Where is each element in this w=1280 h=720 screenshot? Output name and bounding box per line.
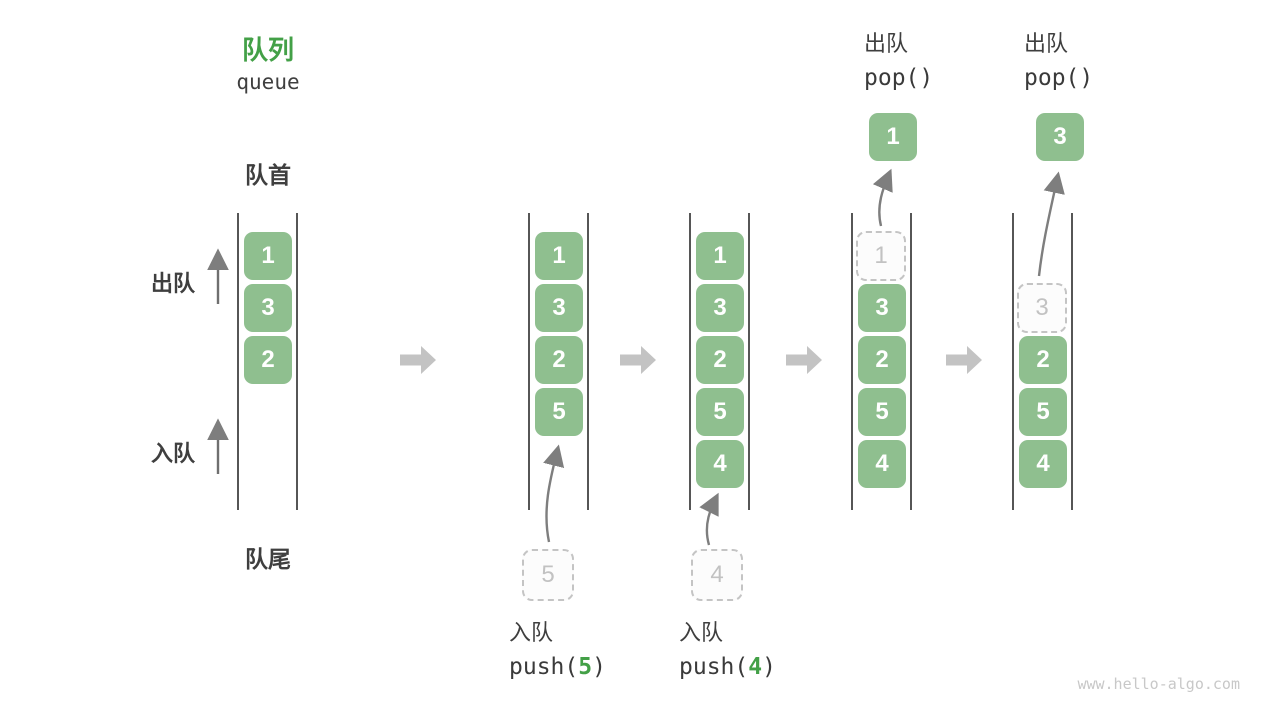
push5-flow-arrow-icon [543, 444, 565, 543]
push5-name: 入队 [509, 620, 554, 645]
dequeue-side-label: 出队 [151, 271, 196, 296]
queue-cell: 2 [858, 336, 906, 384]
queue-wall [587, 213, 589, 510]
queue-wall [237, 213, 239, 510]
state-transition-arrow-icon [946, 346, 982, 374]
incoming-cell: 4 [691, 549, 743, 601]
diagram-title-en: queue [236, 70, 300, 94]
incoming-cell: 5 [522, 549, 574, 601]
queue-wall [910, 213, 912, 510]
queue-cell: 5 [696, 388, 744, 436]
queue-cell: 1 [535, 232, 583, 280]
queue-cell: 3 [696, 284, 744, 332]
queue-cell: 1 [696, 232, 744, 280]
queue-cell: 4 [696, 440, 744, 488]
queue-cell: 3 [535, 284, 583, 332]
queue-cell: 5 [535, 388, 583, 436]
queue-cell: 2 [244, 336, 292, 384]
queue-cell: 5 [1019, 388, 1067, 436]
pop-first-name: 出队 [864, 31, 909, 56]
pop-second-name: 出队 [1024, 31, 1069, 56]
queue-cell: 4 [1019, 440, 1067, 488]
state-transition-arrow-icon [620, 346, 656, 374]
queue-front-label: 队首 [245, 162, 291, 188]
queue-cell: 5 [858, 388, 906, 436]
push4-name: 入队 [679, 620, 724, 645]
push4-flow-arrow-icon [699, 492, 719, 546]
pop-first-operation-label: 出队 pop() [864, 30, 933, 93]
pop-second-code: pop() [1024, 65, 1094, 91]
queue-wall [748, 213, 750, 510]
pop3-flow-arrow-icon [1037, 171, 1065, 277]
queue-wall [1071, 213, 1073, 510]
queue-rear-label: 队尾 [245, 546, 291, 572]
queue-cell: 4 [858, 440, 906, 488]
queue-wall [296, 213, 298, 510]
push5-arg: 5 [578, 654, 593, 680]
queue-wall [851, 213, 853, 510]
popped-cell: 1 [869, 113, 917, 161]
queue-wall [1012, 213, 1014, 510]
push5-code: push(5) [509, 654, 606, 680]
queue-cell: 2 [1019, 336, 1067, 384]
pop1-flow-arrow-icon [872, 168, 893, 227]
push5-operation-label: 入队 push(5) [509, 619, 606, 682]
pop-first-code: pop() [864, 65, 934, 91]
enqueue-side-label: 入队 [151, 441, 196, 466]
popped-cell: 3 [1036, 113, 1084, 161]
queue-cell: 3 [244, 284, 292, 332]
queue-cell: 2 [696, 336, 744, 384]
queue-wall [528, 213, 530, 510]
pop-second-operation-label: 出队 pop() [1024, 30, 1093, 93]
diagram-title-zh: 队列 [241, 35, 294, 65]
removed-cell-ghost: 1 [856, 231, 906, 281]
removed-cell-ghost: 3 [1017, 283, 1067, 333]
state-transition-arrow-icon [786, 346, 822, 374]
queue-cell: 2 [535, 336, 583, 384]
push4-operation-label: 入队 push(4) [679, 619, 776, 682]
watermark: www.hello-algo.com [1077, 675, 1240, 693]
queue-wall [689, 213, 691, 510]
state-transition-arrow-icon [400, 346, 436, 374]
push4-code: push(4) [679, 654, 776, 680]
queue-cell: 1 [244, 232, 292, 280]
push4-arg: 4 [748, 654, 763, 680]
queue-cell: 3 [858, 284, 906, 332]
